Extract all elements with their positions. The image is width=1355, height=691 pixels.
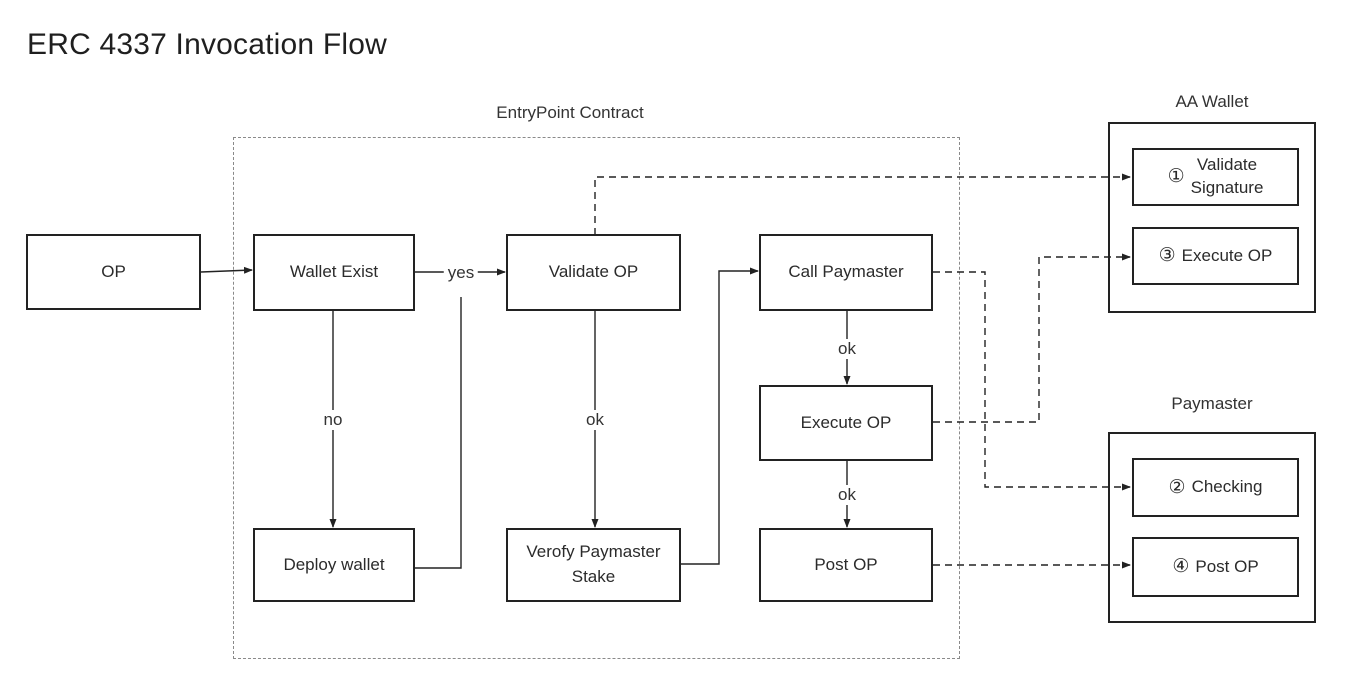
call-paymaster-label: Call Paymaster <box>788 262 904 282</box>
page-title: ERC 4337 Invocation Flow <box>27 28 387 61</box>
edge-label-yes: yes <box>443 263 479 283</box>
edge-verify-to-call <box>681 267 759 565</box>
step-number-1: ① <box>1167 166 1185 188</box>
op-node: OP <box>26 234 201 310</box>
step-number-2: ② <box>1168 476 1186 498</box>
post-op-node: Post OP <box>759 528 933 602</box>
execute-op-label: Execute OP <box>800 412 892 432</box>
wallet-exist-node: Wallet Exist <box>253 234 415 311</box>
edge-call-to-checking <box>933 271 1131 491</box>
validate-signature-node: ① Validate Signature <box>1132 148 1299 206</box>
step-number-4: ④ <box>1172 556 1190 578</box>
validate-signature-label-line2: Signature <box>1190 178 1264 197</box>
entrypoint-region <box>233 137 960 659</box>
edge-label-no: no <box>319 410 347 430</box>
edge-validate-to-signature <box>594 173 1131 235</box>
edge-label-ok-execute: ok <box>834 485 860 505</box>
entrypoint-region-label: EntryPoint Contract <box>496 103 644 122</box>
validate-signature-label-line1: Validate <box>1196 155 1258 175</box>
aa-wallet-label: AA Wallet <box>1175 92 1249 111</box>
checking-node: ② Checking <box>1132 458 1299 517</box>
checking-label: Checking <box>1191 477 1263 497</box>
paymaster-container <box>1108 432 1316 623</box>
paymaster-post-op-label: Post OP <box>1195 556 1259 576</box>
edge-label-ok-call: ok <box>834 339 860 359</box>
post-op-label: Post OP <box>814 554 878 574</box>
wallet-exist-label: Wallet Exist <box>289 262 379 282</box>
execute-op-node: Execute OP <box>759 385 933 461</box>
verify-paymaster-stake-label-line1: Verofy Paymaster <box>526 542 661 562</box>
edge-op-to-wallet-exist <box>200 266 253 274</box>
wallet-execute-op-label: Execute OP <box>1181 245 1273 265</box>
validate-op-node: Validate OP <box>506 234 681 311</box>
deploy-wallet-node: Deploy wallet <box>253 528 415 602</box>
paymaster-post-op-node: ④ Post OP <box>1132 537 1299 597</box>
wallet-execute-op-node: ③ Execute OP <box>1132 227 1299 285</box>
edge-execute-to-wallet-execute <box>933 253 1131 423</box>
edge-label-ok-validate: ok <box>582 410 608 430</box>
op-node-label: OP <box>101 261 126 281</box>
verify-paymaster-stake-node: Verofy Paymaster Stake <box>506 528 681 602</box>
call-paymaster-node: Call Paymaster <box>759 234 933 311</box>
validate-op-label: Validate OP <box>548 262 639 282</box>
verify-paymaster-stake-label-line2: Stake <box>571 567 616 586</box>
step-number-3: ③ <box>1158 245 1176 267</box>
aa-wallet-container <box>1108 122 1316 313</box>
paymaster-label: Paymaster <box>1171 394 1253 413</box>
deploy-wallet-label: Deploy wallet <box>283 554 385 574</box>
edge-deploy-to-yes <box>415 297 462 569</box>
